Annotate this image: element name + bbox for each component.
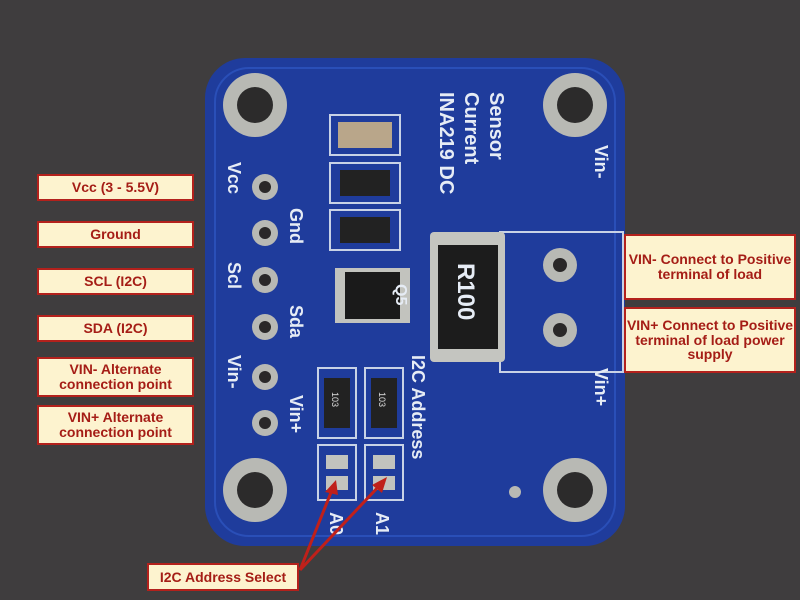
terminal-label-vin-minus: Vin-	[591, 145, 611, 179]
mounting-hole	[223, 458, 287, 522]
a0-label: A0	[326, 512, 346, 535]
label-vin-plus: VIN+ Connect to Positive terminal of loa…	[624, 307, 796, 373]
terminal-holes	[543, 248, 577, 347]
label-vcc: Vcc (3 - 5.5V)	[37, 174, 194, 201]
chip-ref: Q5	[392, 284, 409, 305]
smd-components	[317, 114, 404, 501]
label-sda: SDA (I2C)	[37, 315, 194, 342]
address-select-arrows	[298, 477, 387, 572]
board-title-line1: INA219 DC	[435, 92, 457, 194]
board-title-line3: Sensor	[485, 92, 507, 160]
resistor-code: 103	[377, 392, 387, 407]
ina219-chip	[335, 268, 410, 323]
pin-label-vcc: Vcc	[224, 162, 244, 194]
board-title-line2: Current	[460, 92, 482, 165]
pin-label-vin-plus: Vin+	[286, 395, 306, 433]
mounting-hole	[543, 73, 607, 137]
resistor-code: 103	[330, 392, 340, 407]
label-vin-plus-alt: VIN+ Alternate connection point	[37, 405, 194, 445]
terminal-label-vin-plus: Vin+	[591, 368, 611, 406]
pin-label-gnd: Gnd	[286, 208, 306, 244]
pin-label-scl: Scl	[224, 262, 244, 289]
label-address-select: I2C Address Select	[147, 563, 299, 591]
pcb-board	[205, 58, 625, 546]
label-scl: SCL (I2C)	[37, 268, 194, 295]
mounting-hole	[543, 458, 607, 522]
pin-label-vin-minus: Vin-	[224, 355, 244, 389]
shunt-marking: R100	[452, 263, 479, 320]
label-vin-minus: VIN- Connect to Positive terminal of loa…	[624, 234, 796, 300]
pin-label-sda: Sda	[286, 305, 306, 339]
label-vin-minus-alt: VIN- Alternate connection point	[37, 357, 194, 397]
i2c-address-label: I2C Address	[408, 355, 428, 459]
label-ground: Ground	[37, 221, 194, 248]
a1-label: A1	[372, 512, 392, 535]
mounting-hole	[223, 73, 287, 137]
